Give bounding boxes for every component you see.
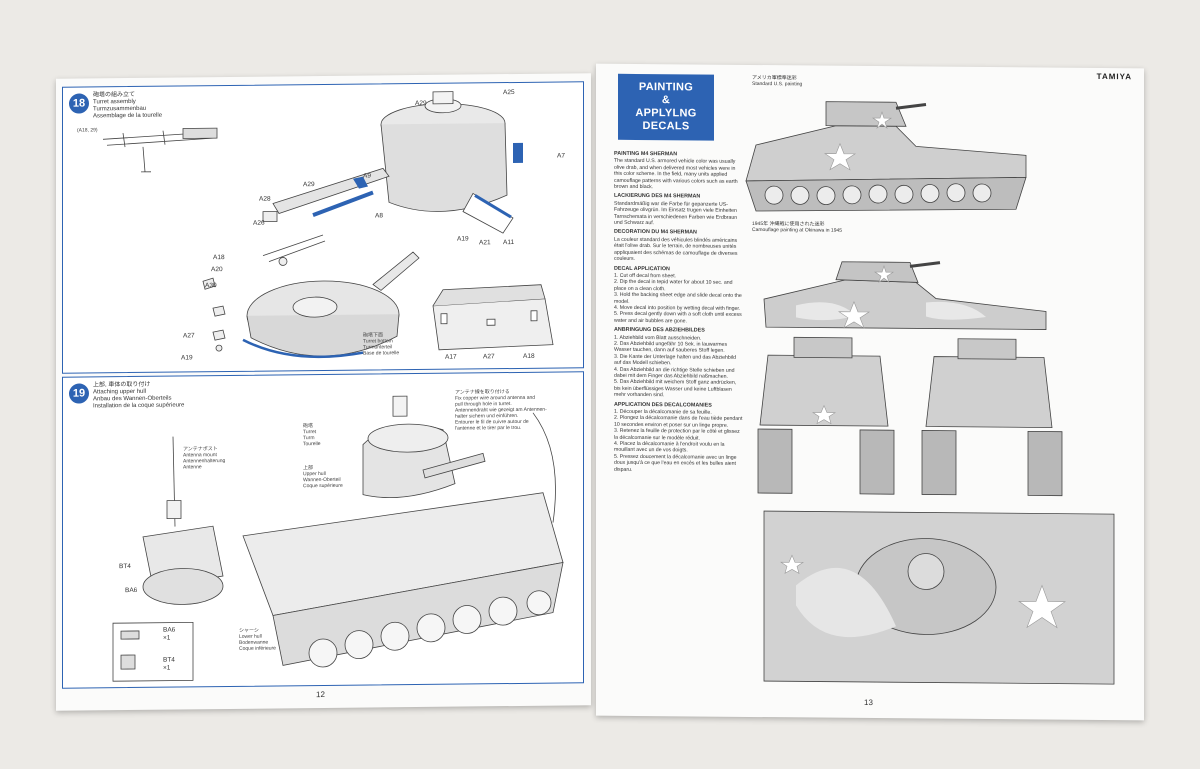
part-label: A27 — [183, 332, 195, 340]
hull-assembly-diagram — [112, 395, 564, 682]
part-label: A20 — [211, 266, 223, 274]
part-label: A8 — [375, 212, 383, 220]
part-label: A18 — [523, 352, 535, 360]
page-number: 12 — [316, 689, 325, 700]
part-qty-bt4: ×1 — [163, 664, 171, 672]
part-label-bt4-box: BT4 — [163, 656, 175, 664]
tank-painting-diagrams — [745, 101, 1115, 685]
part-label: A9 — [363, 172, 371, 180]
part-label-ba6: BA6 — [125, 586, 138, 595]
part-label: A29 — [303, 181, 315, 189]
part-label: A27 — [483, 353, 495, 361]
step-18-panel: 18 砲塔の組み立て Turret assembly Turmzusammenb… — [62, 81, 584, 374]
lower-hull-label: シャーシ Lower hull Bodenwanne Coque inférie… — [239, 627, 276, 652]
instruction-page-right: TAMIYA PAINTING & APPLYLNG DECALS PAINTI… — [596, 63, 1144, 721]
step-19-panel: 19 上部, 車体の取り付け Attaching upper hull Anba… — [62, 371, 584, 689]
part-label: A25 — [503, 88, 515, 97]
upper-hull-label: 上部 Upper hull Wannen-Oberteil Coque supé… — [303, 465, 343, 490]
part-label: A21 — [479, 239, 491, 247]
turret-label: 砲塔 Turret Turm Tourelle — [303, 423, 321, 448]
part-label: A29 — [415, 99, 427, 108]
part-label: A19 — [457, 235, 469, 243]
page-number: 13 — [864, 697, 873, 708]
turret-assembly-diagram — [102, 91, 554, 359]
part-label-bt4: BT4 — [119, 563, 131, 571]
part-label: A19 — [181, 354, 193, 362]
part-label: A17 — [445, 353, 457, 361]
part-label: A30 — [205, 282, 217, 290]
antenna-mount-label: アンテナポスト Antenna mount Antennenhalterung … — [183, 446, 226, 471]
part-label: A11 — [503, 239, 515, 247]
turret-bottom-label: 砲塔下面 Turret bottom Turmunterteil Base de… — [363, 332, 400, 357]
part-label: A28 — [259, 195, 271, 203]
part-label: A26 — [253, 219, 265, 227]
part-label-ba6-box: BA6 — [163, 626, 176, 634]
part-qty-ba6: ×1 — [163, 634, 171, 642]
part-label: A18 — [213, 254, 225, 262]
antenna-wire-note: アンテナ線を取り付ける Fix copper wire around anten… — [455, 389, 547, 432]
instruction-page-left: 18 砲塔の組み立て Turret assembly Turmzusammenb… — [56, 73, 591, 711]
part-label: A7 — [557, 152, 565, 160]
